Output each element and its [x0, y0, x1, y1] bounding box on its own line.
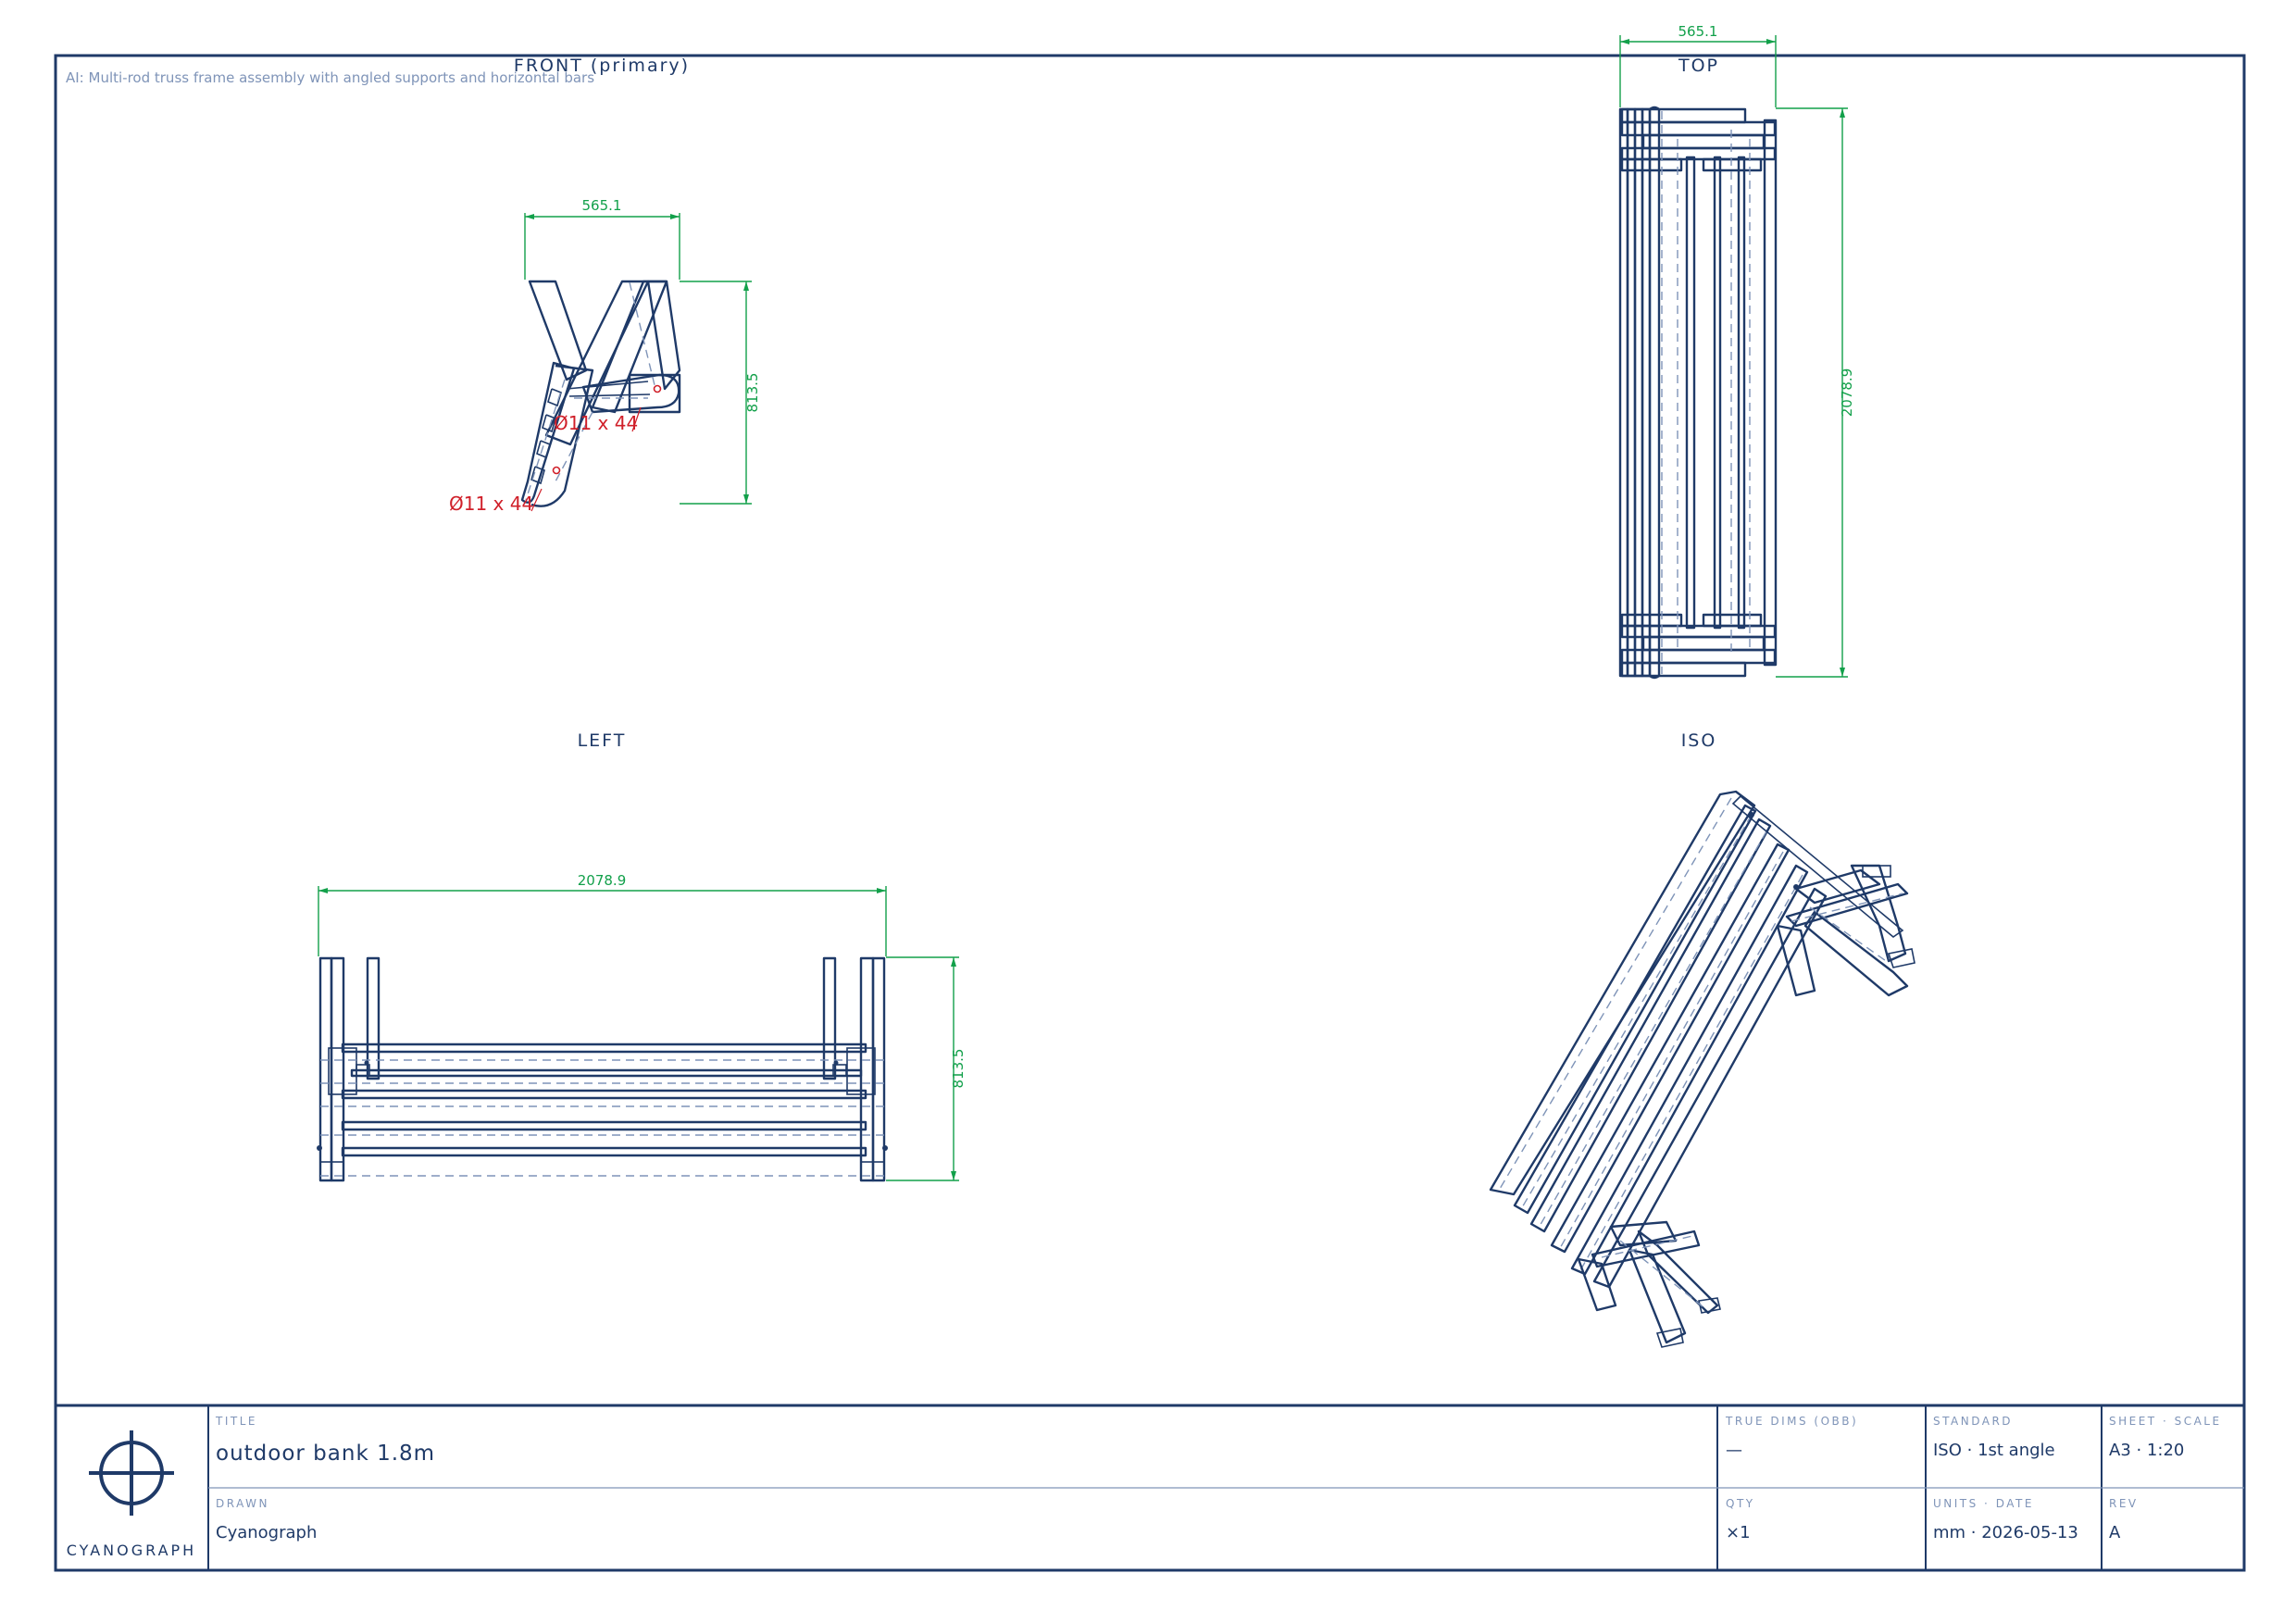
- standard-value: ISO · 1st angle: [1933, 1441, 2055, 1460]
- front-dim-height: 813.5: [744, 373, 761, 413]
- view-title-left: LEFT: [578, 730, 627, 751]
- qty-label: QTY: [1726, 1497, 1755, 1510]
- rev-value: A: [2109, 1523, 2121, 1542]
- front-view: 565.1 813.5 Ø11 x 44 Ø11 x 44: [449, 197, 761, 515]
- brand-name: CYANOGRAPH: [67, 1542, 196, 1559]
- drawn-value: Cyanograph: [216, 1523, 317, 1542]
- sheet-scale-value: A3 · 1:20: [2109, 1441, 2184, 1460]
- view-title-top: TOP: [1678, 56, 1719, 76]
- standard-label: STANDARD: [1933, 1415, 2013, 1428]
- drawing-title: outdoor bank 1.8m: [216, 1442, 435, 1466]
- view-title-iso: ISO: [1681, 730, 1717, 751]
- crosshair-logo-icon: [89, 1430, 174, 1516]
- drawn-label: DRAWN: [216, 1497, 269, 1510]
- rev-label: REV: [2109, 1497, 2139, 1510]
- left-dim-length: 2078.9: [578, 872, 627, 889]
- view-title-front: FRONT (primary): [514, 56, 690, 76]
- left-dim-height: 813.5: [950, 1049, 967, 1089]
- ai-annotation: AI: Multi-rod truss frame assembly with …: [66, 69, 594, 86]
- iso-view: [1489, 790, 1915, 1348]
- title-label: TITLE: [215, 1415, 257, 1428]
- hole-callout-2: Ø11 x 44: [449, 493, 533, 515]
- hole-callout-1: Ø11 x 44: [554, 412, 638, 434]
- left-view: 2078.9 813.5: [317, 872, 967, 1182]
- units-date-value: mm · 2026-05-13: [1933, 1523, 2078, 1542]
- top-view: 565.1 2078.9: [1618, 23, 1855, 680]
- true-dims-label: TRUE DIMS (OBB): [1725, 1415, 1858, 1428]
- true-dims-value: —: [1726, 1441, 1742, 1460]
- sheet-border: [54, 54, 2246, 1572]
- top-dim-width: 565.1: [1678, 23, 1718, 40]
- title-block: CYANOGRAPH TITLE outdoor bank 1.8m DRAWN…: [56, 1404, 2244, 1570]
- units-date-label: UNITS · DATE: [1933, 1497, 2034, 1510]
- front-dim-width: 565.1: [582, 197, 622, 214]
- qty-value: ×1: [1726, 1523, 1751, 1542]
- top-dim-length: 2078.9: [1839, 368, 1855, 418]
- sheet-scale-label: SHEET · SCALE: [2109, 1415, 2222, 1428]
